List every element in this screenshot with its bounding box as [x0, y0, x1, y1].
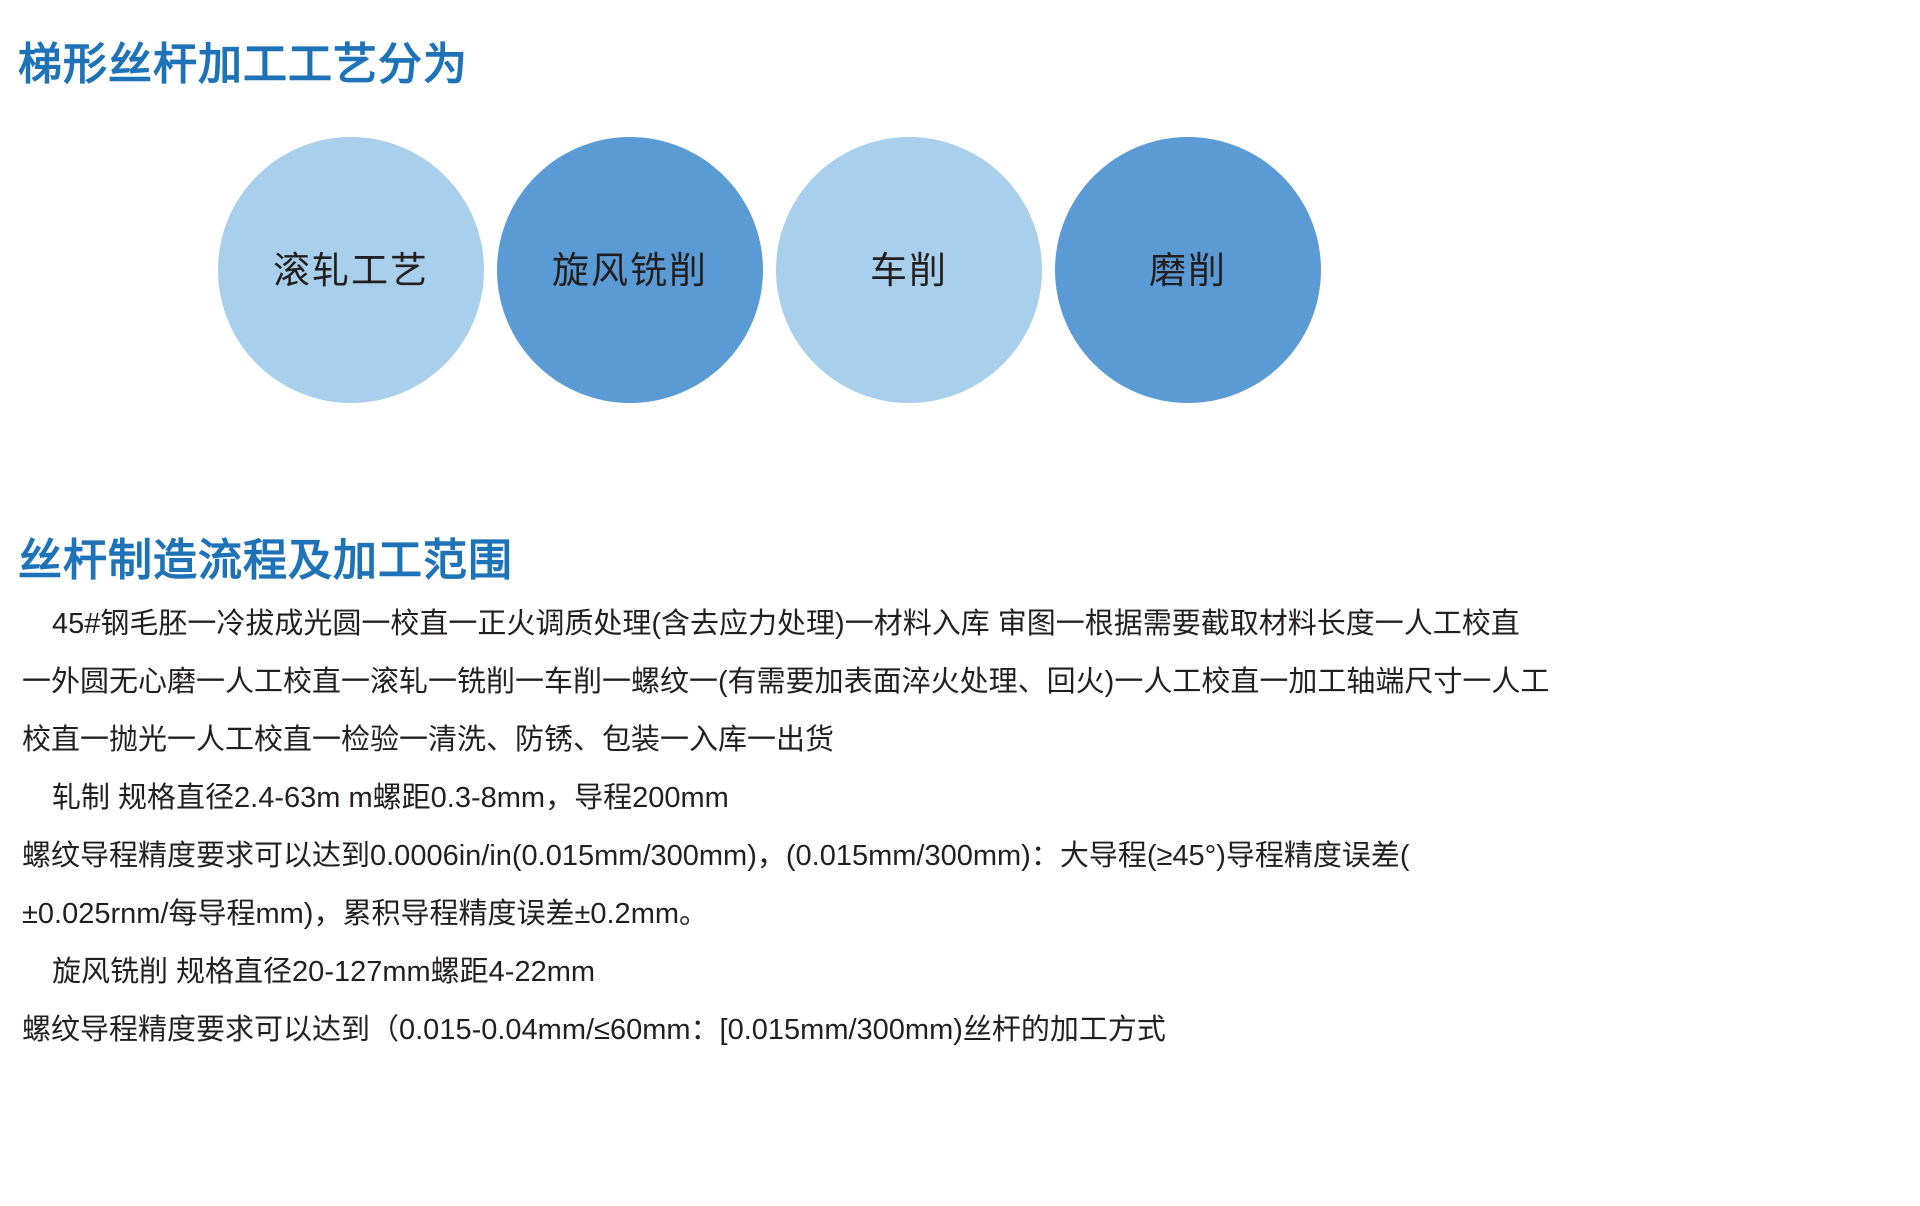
process-circle-label: 车削 [870, 249, 948, 291]
process-circle-row: 滚轧工艺 旋风铣削 车削 磨削 [218, 137, 1321, 405]
page-title-process: 梯形丝杆加工工艺分为 [18, 40, 468, 90]
page-title-manufacturing: 丝杆制造流程及加工范围 [18, 536, 513, 586]
process-circle-label: 滚轧工艺 [273, 249, 429, 291]
body-line: 旋风铣削 规格直径20-127mm螺距4-22mm [52, 956, 596, 988]
body-line: 45#钢毛胚一冷拔成光圆一校直一正火调质处理(含去应力处理)一材料入库 审图一根… [52, 608, 1520, 640]
manufacturing-body: 45#钢毛胚一冷拔成光圆一校直一正火调质处理(含去应力处理)一材料入库 审图一根… [0, 595, 1920, 1059]
process-circle-grinding: 磨削 [1055, 137, 1321, 403]
process-circle-turning: 车削 [776, 137, 1042, 403]
process-circle-label: 旋风铣削 [552, 249, 708, 291]
body-line: ±0.025rnm/每导程mm)，累积导程精度误差±0.2mm。 [22, 898, 709, 930]
process-circle-rolling: 滚轧工艺 [218, 137, 484, 403]
body-line: 螺纹导程精度要求可以达到（0.015-0.04mm/≤60mm：[0.015mm… [22, 1014, 1166, 1046]
body-line: 螺纹导程精度要求可以达到0.0006in/in(0.015mm/300mm)，(… [22, 840, 1410, 872]
body-line: 轧制 规格直径2.4-63m m螺距0.3-8mm，导程200mm [52, 782, 729, 814]
body-line: 一外圆无心磨一人工校直一滚轧一铣削一车削一螺纹一(有需要加表面淬火处理、回火)一… [22, 666, 1550, 698]
process-circle-label: 磨削 [1149, 249, 1227, 291]
body-line: 校直一抛光一人工校直一检验一清洗、防锈、包装一入库一出货 [22, 724, 835, 756]
process-circle-whirlwind-milling: 旋风铣削 [497, 137, 763, 403]
